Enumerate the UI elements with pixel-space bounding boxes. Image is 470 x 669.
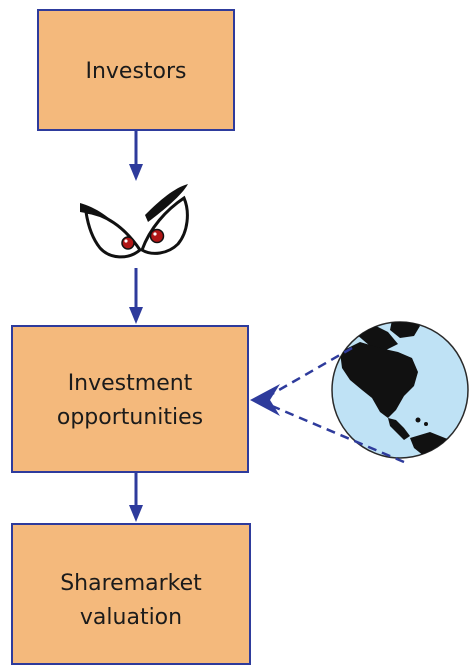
- arrow-investors-down: [129, 130, 143, 181]
- arrow-eyes-down: [129, 268, 143, 324]
- node-sharemarket-valuation-label-2: valuation: [80, 605, 182, 630]
- node-investors-label: Investors: [85, 59, 186, 84]
- node-sharemarket-valuation: Sharemarket valuation: [11, 523, 251, 665]
- arrow-opportunities-down: [129, 472, 143, 522]
- dashed-arrow-lower: [271, 404, 405, 464]
- watching-eyes-icon: [80, 184, 189, 259]
- node-sharemarket-valuation-label-1: Sharemarket: [60, 571, 202, 596]
- node-investment-opportunities: Investment opportunities: [11, 325, 249, 473]
- node-investment-opportunities-label-2: opportunities: [57, 405, 203, 430]
- dashed-arrows-head: [250, 384, 280, 416]
- globe-icon: [331, 321, 469, 459]
- node-investment-opportunities-label-1: Investment: [68, 371, 193, 396]
- dashed-arrow-upper: [271, 346, 353, 396]
- node-investors: Investors: [37, 9, 235, 131]
